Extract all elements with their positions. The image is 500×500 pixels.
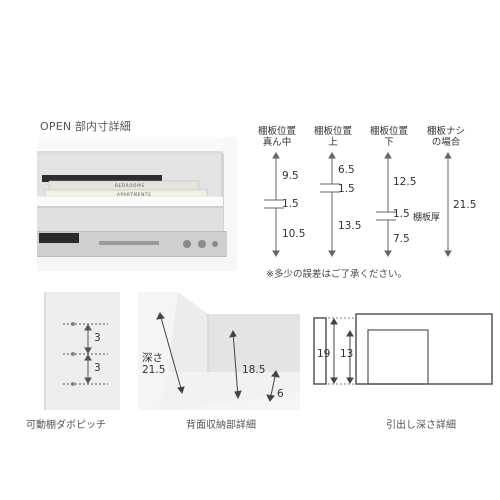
header-line: 棚板位置 <box>257 126 296 137</box>
back-depth-value: 21.5 <box>142 364 166 376</box>
header-line: 棚板ナシ <box>426 126 465 137</box>
open-compartment-photo: BEDROOMS APARTMENTS <box>37 137 237 271</box>
dim-top-shelf: 1.5 <box>338 183 355 195</box>
back-storage-photo: 深さ 21.5 18.5 6 <box>138 292 300 410</box>
pitch-value: 3 <box>94 332 101 344</box>
header-line: 下 <box>384 137 394 148</box>
book-label: BEDROOMS <box>115 183 145 188</box>
header-line: 棚板位置 <box>369 126 408 137</box>
drawer-cabinet <box>355 313 493 385</box>
drawer-diagram <box>313 313 493 385</box>
drawer-caption: 引出し深さ詳細 <box>386 420 456 431</box>
header-line: 真ん中 <box>262 137 292 148</box>
dim-no-shelf: 21.5 <box>453 199 477 211</box>
dim-bottom-lower: 7.5 <box>393 233 410 245</box>
header-line: 棚板位置 <box>313 126 352 137</box>
pitch-caption: 可動棚ダボピッチ <box>26 420 106 431</box>
column-header-no-shelf: 棚板ナシ の場合 <box>420 126 472 148</box>
dim-bottom-shelf: 1.5 <box>393 208 410 220</box>
drawer-outer-value: 19 <box>317 348 331 360</box>
dim-top-lower: 13.5 <box>338 220 362 232</box>
column-header-top: 棚板位置 上 <box>310 126 356 148</box>
shelf-dimension-diagram <box>264 152 452 257</box>
book-label: APARTMENTS <box>117 192 152 197</box>
drawer-inner-value: 13 <box>340 348 354 360</box>
dim-middle-upper: 9.5 <box>282 170 299 182</box>
dim-middle-shelf: 1.5 <box>282 198 299 210</box>
tolerance-note: ※多少の誤差はご了承ください。 <box>266 269 407 280</box>
column-header-bottom: 棚板位置 下 <box>366 126 412 148</box>
column-header-middle: 棚板位置 真ん中 <box>254 126 300 148</box>
pitch-value: 3 <box>94 362 101 374</box>
drawer-box <box>367 329 429 385</box>
back-depth-label: 深さ <box>142 352 163 364</box>
dim-top-upper: 6.5 <box>338 164 355 176</box>
header-line: の場合 <box>431 137 461 148</box>
back-height-value: 18.5 <box>242 364 266 376</box>
dowel-pitch-photo: 3 3 <box>18 292 120 410</box>
header-line: 上 <box>328 137 338 148</box>
section-title: OPEN 部内寸詳細 <box>40 120 131 133</box>
dim-middle-lower: 10.5 <box>282 228 306 240</box>
back-caption: 背面収納部詳細 <box>186 420 256 431</box>
shelf-thickness-label: 棚板厚 <box>413 213 441 223</box>
dim-bottom-upper: 12.5 <box>393 176 417 188</box>
back-small-value: 6 <box>277 388 284 400</box>
